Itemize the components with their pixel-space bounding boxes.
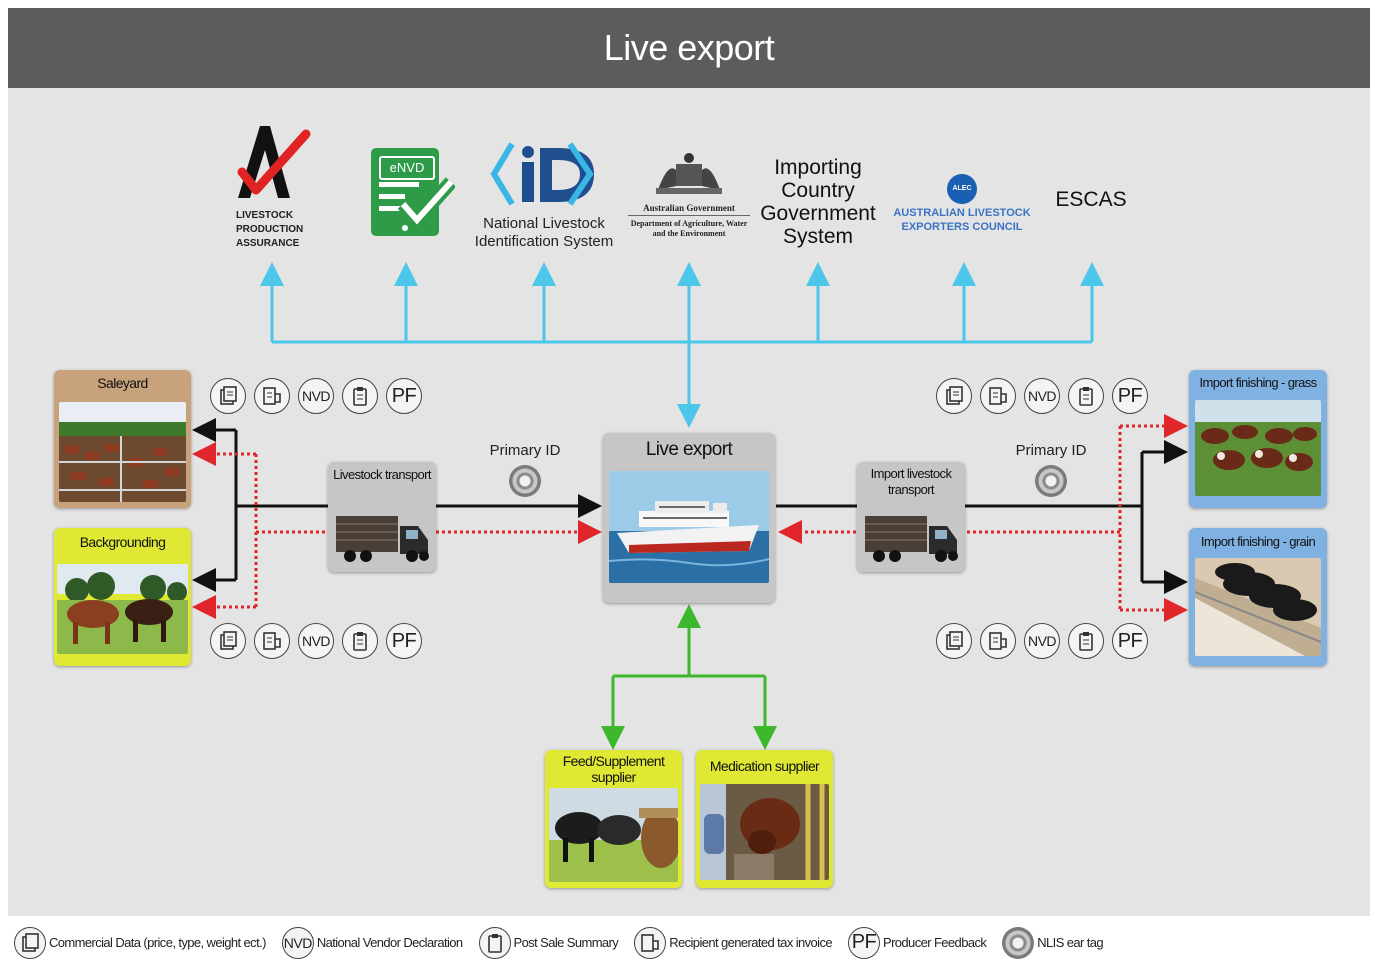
nvd-icon: NVD — [1024, 623, 1060, 659]
legend: Commercial Data (price, type, weight ect… — [8, 920, 1370, 965]
medication-supplier-label: Medication supplier — [709, 758, 820, 774]
legend-pf: PF Producer Feedback — [848, 926, 987, 959]
feed-cattle-image — [549, 788, 678, 882]
alec-name: AUSTRALIAN LIVESTOCK EXPORTERS COUNCIL — [893, 207, 1031, 233]
legend-commercial: Commercial Data (price, type, weight ect… — [14, 926, 266, 959]
legend-nvd: NVD National Vendor Declaration — [281, 926, 463, 959]
live-export-node[interactable]: Live export — [603, 433, 775, 603]
nlis-ear-tag-icon — [509, 465, 541, 497]
livestock-transport-node[interactable]: Livestock transport — [328, 462, 436, 572]
tax-invoice-icon — [254, 623, 290, 659]
escas-text: ESCAS — [1055, 188, 1127, 211]
producer-feedback-icon: PF — [386, 623, 422, 659]
post-sale-summary-icon — [1068, 623, 1104, 659]
nlis-logo: National Livestock Identification System — [466, 140, 622, 258]
agriculture-department-logo: Australian Government Department of Agri… — [628, 150, 750, 250]
producer-feedback-icon: PF — [386, 378, 422, 414]
feed-supplier-node[interactable]: Feed/Supplement supplier — [545, 750, 682, 888]
livestock-transport-label: Livestock transport — [333, 467, 431, 482]
nvd-icon: NVD — [298, 378, 334, 414]
saleyard-label: Saleyard — [97, 375, 148, 391]
nvd-icon: NVD — [1024, 378, 1060, 414]
grass-cattle-image — [1195, 400, 1321, 496]
lpa-logo: LIVESTOCK PRODUCTION ASSURANCE — [226, 120, 318, 252]
backgrounding-image — [57, 564, 188, 654]
right-bottom-document-icons: NVD PF — [936, 623, 1148, 659]
envd-label: eNVD — [379, 156, 435, 180]
legend-nlis: NLIS ear tag — [1002, 926, 1104, 959]
import-finishing-grain-label: Import finishing - grain — [1200, 534, 1316, 549]
legend-pss-text: Post Sale Summary — [513, 935, 619, 950]
agriculture-dept-line: Department of Agriculture, Water and the… — [630, 219, 748, 238]
legend-pf-text: Producer Feedback — [883, 935, 987, 950]
primary-id-left: Primary ID — [484, 442, 566, 497]
tax-invoice-icon — [980, 623, 1016, 659]
legend-nvd-text: National Vendor Declaration — [316, 935, 463, 950]
escas-system: ESCAS — [1044, 188, 1138, 211]
post-sale-summary-icon — [342, 378, 378, 414]
import-transport-label: Import livestock transport — [870, 466, 952, 497]
envd-tablet-icon — [371, 148, 457, 236]
importing-country-text: Importing Country Government System — [760, 156, 876, 248]
lpa-name: LIVESTOCK PRODUCTION ASSURANCE — [236, 210, 304, 249]
commercial-data-icon — [936, 378, 972, 414]
commercial-data-icon — [936, 623, 972, 659]
backgrounding-node[interactable]: Backgrounding — [54, 528, 191, 666]
medication-cattle-image — [700, 784, 829, 880]
nlis-name: National Livestock Identification System — [474, 215, 614, 250]
post-sale-summary-icon — [342, 623, 378, 659]
primary-id-right-label: Primary ID — [1015, 442, 1087, 459]
live-export-label: Live export — [645, 439, 733, 460]
primary-id-right: Primary ID — [1010, 442, 1092, 497]
nvd-icon: NVD — [281, 926, 314, 959]
right-top-document-icons: NVD PF — [936, 378, 1148, 414]
import-transport-node[interactable]: Import livestock transport — [857, 462, 965, 572]
import-finishing-grass-node[interactable]: Import finishing - grass — [1189, 370, 1327, 508]
agriculture-gov-line: Australian Government — [628, 203, 750, 216]
backgrounding-label: Backgrounding — [79, 534, 166, 550]
coat-of-arms-icon — [656, 153, 722, 194]
producer-feedback-icon: PF — [1112, 623, 1148, 659]
legend-rgti: Recipient generated tax invoice — [634, 926, 833, 959]
feed-supplier-label: Feed/Supplement supplier — [562, 753, 665, 785]
tax-invoice-icon — [634, 926, 667, 959]
import-finishing-grass-label: Import finishing - grass — [1199, 375, 1317, 390]
title-bar: Live export — [8, 8, 1370, 88]
saleyard-image — [59, 402, 186, 502]
left-bottom-document-icons: NVD PF — [210, 623, 422, 659]
commercial-data-icon — [210, 378, 246, 414]
post-sale-summary-icon — [1068, 378, 1104, 414]
tax-invoice-icon — [980, 378, 1016, 414]
nlis-id-icon — [490, 142, 594, 206]
import-finishing-grain-node[interactable]: Import finishing - grain — [1189, 528, 1327, 666]
importing-country-system: Importing Country Government System — [756, 156, 880, 248]
saleyard-node[interactable]: Saleyard — [54, 370, 191, 508]
envd-logo: eNVD — [369, 146, 457, 238]
legend-pss: Post Sale Summary — [478, 926, 619, 959]
alec-logo: ALEC AUSTRALIAN LIVESTOCK EXPORTERS COUN… — [880, 174, 1044, 234]
commercial-data-icon — [210, 623, 246, 659]
alec-badge-icon: ALEC — [947, 174, 977, 204]
tax-invoice-icon — [254, 378, 290, 414]
producer-feedback-icon: PF — [1112, 378, 1148, 414]
producer-feedback-icon: PF — [848, 926, 880, 959]
nlis-ear-tag-icon — [1002, 926, 1035, 959]
nlis-ear-tag-icon — [1035, 465, 1067, 497]
nvd-icon: NVD — [298, 623, 334, 659]
commercial-data-icon — [14, 926, 46, 959]
legend-commercial-text: Commercial Data (price, type, weight ect… — [49, 935, 266, 950]
post-sale-summary-icon — [478, 926, 511, 959]
grain-feedlot-image — [1195, 558, 1321, 656]
truck-icon — [336, 516, 429, 562]
primary-id-left-label: Primary ID — [489, 442, 561, 459]
legend-rgti-text: Recipient generated tax invoice — [669, 935, 832, 950]
truck-icon — [865, 516, 958, 562]
page-title: Live export — [603, 27, 775, 68]
lpa-tick-icon — [237, 126, 311, 198]
medication-supplier-node[interactable]: Medication supplier — [696, 750, 833, 888]
legend-nlis-text: NLIS ear tag — [1037, 935, 1104, 950]
left-top-document-icons: NVD PF — [210, 378, 422, 414]
ship-image — [609, 471, 769, 583]
